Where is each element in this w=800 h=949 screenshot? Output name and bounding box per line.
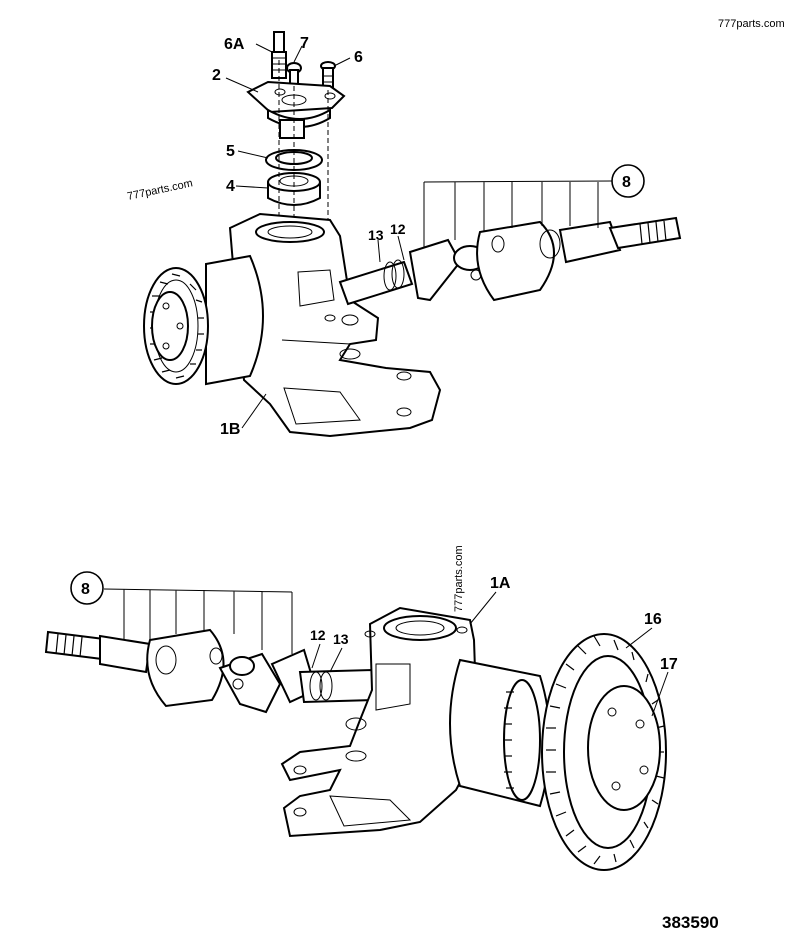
drive-shaft-lower <box>44 628 376 714</box>
hub-flange-17 <box>587 685 661 811</box>
callout-5: 5 <box>226 143 235 160</box>
grease-nipple-7 <box>286 62 302 85</box>
drive-shaft-upper <box>338 216 682 306</box>
wheel-hub-lower <box>449 658 551 808</box>
callout-12-lower: 12 <box>310 627 326 643</box>
callout-8-upper: 8 <box>622 174 631 191</box>
watermark-upper-left: 777parts.com <box>126 177 194 203</box>
callout-1b: 1B <box>220 421 240 438</box>
knuckle-body-1a <box>280 606 478 838</box>
callout-17: 17 <box>660 656 678 673</box>
wheel-hub-upper <box>143 254 264 386</box>
callout-8-lower: 8 <box>81 581 90 598</box>
drawing-number: 383590 <box>662 913 719 932</box>
top-cap-2 <box>246 80 346 139</box>
callout-1a: 1A <box>490 575 511 592</box>
callout-13-upper: 13 <box>368 227 384 243</box>
callout-7: 7 <box>300 35 309 52</box>
upper-steering-knuckle-assembly: 6A 7 6 2 5 4 8 13 12 1B <box>143 31 682 438</box>
callout-6a: 6A <box>224 36 245 53</box>
callout-13-lower: 13 <box>333 631 349 647</box>
callout-12-upper: 12 <box>390 221 406 237</box>
knuckle-body-1b <box>228 212 442 438</box>
callout-2: 2 <box>212 67 221 84</box>
callout-circle-8-lower <box>70 571 104 605</box>
watermark-middle-vertical: 777parts.com <box>453 545 465 612</box>
callout-16: 16 <box>644 611 662 628</box>
lower-steering-knuckle-assembly: 8 <box>44 571 678 871</box>
watermark-top-right: 777parts.com <box>718 18 785 30</box>
callout-circle-8-upper <box>611 164 645 198</box>
callout-4: 4 <box>226 178 235 195</box>
callout-6: 6 <box>354 49 363 66</box>
